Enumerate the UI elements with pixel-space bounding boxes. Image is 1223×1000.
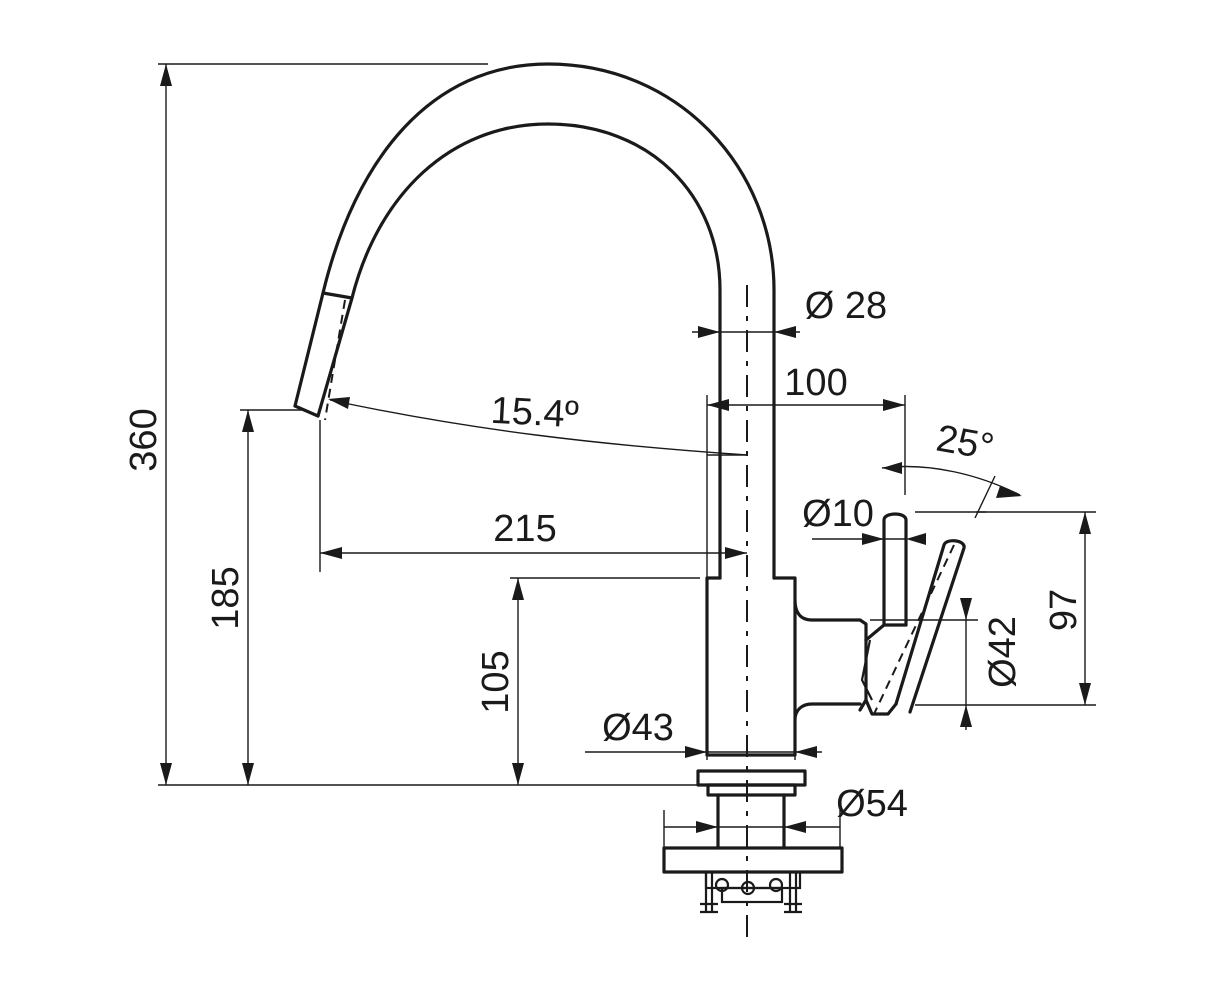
dim-10-arrow-right [906, 533, 926, 545]
label-height-body: 105 [475, 650, 517, 713]
screw-left [714, 877, 730, 893]
base-ring-bottom [706, 783, 797, 797]
dim-105-arrow-bottom [512, 763, 524, 785]
mounting-plate [662, 846, 844, 874]
dim-54-arrow-right [784, 821, 806, 833]
dim-100-arrow-left [707, 399, 729, 411]
faucet-outline [293, 62, 966, 914]
dimension-labels: 360 185 105 215 100 Ø 28 Ø10 Ø42 97 Ø43 … [123, 285, 1085, 825]
dim-25-arrow-right [996, 486, 1022, 498]
spray-head-axis [324, 299, 346, 421]
dim-15-4-arc [329, 399, 748, 456]
dim-42-arrow-bottom [960, 705, 972, 727]
dim-43-arrow-left [685, 746, 707, 758]
label-spray-angle: 15.4º [490, 390, 580, 437]
lever-joint [864, 623, 908, 716]
dim-215-arrow-right [725, 547, 747, 559]
dim-97-arrow-top [1079, 512, 1091, 534]
dim-185-arrow-bottom [242, 763, 254, 785]
label-spout-diameter: Ø 28 [805, 285, 887, 327]
screw-right [768, 877, 784, 893]
dim-100-arrow-right [883, 399, 905, 411]
spray-head-tip [293, 404, 320, 418]
lever-tilted-axis [873, 544, 955, 715]
dim-28-arrow-right [774, 326, 796, 338]
label-lever-base-diameter: Ø42 [982, 616, 1024, 688]
dim-28-arrow-left [698, 326, 720, 338]
dim-360-arrow-bottom [160, 763, 172, 785]
label-lever-diameter: Ø10 [802, 493, 874, 535]
dim-185-arrow-top [242, 410, 254, 432]
label-shank-diameter: Ø54 [836, 783, 908, 825]
bolt-left [700, 872, 718, 914]
label-reach: 215 [493, 508, 556, 550]
spray-head-joint [321, 291, 354, 300]
label-height-total: 360 [123, 408, 165, 471]
spout-outer [293, 62, 776, 580]
label-body-diameter: Ø43 [602, 707, 674, 749]
body-outline [705, 576, 862, 757]
label-lever-offset: 100 [784, 362, 847, 404]
dimension-lines [158, 63, 1096, 848]
bolt-right [784, 872, 802, 914]
shank [716, 793, 786, 850]
label-lever-height: 97 [1043, 589, 1085, 631]
dim-25-ext [974, 475, 996, 519]
lever-pivot-detail [860, 639, 873, 701]
dim-215-arrow-left [320, 547, 342, 559]
dim-43-arrow-right [795, 746, 817, 758]
spout-inner [316, 122, 722, 580]
dim-97-arrow-bottom [1079, 683, 1091, 705]
fixing-bracket [720, 886, 784, 904]
dim-360-arrow-top [160, 64, 172, 86]
lever-tilted [894, 539, 966, 714]
base-ring-top [696, 769, 807, 787]
lever-stem [882, 512, 908, 627]
label-lever-angle: 25° [933, 418, 997, 469]
label-height-outlet: 185 [205, 566, 247, 629]
dim-25-arrow-left [882, 462, 902, 474]
dim-105-arrow-top [512, 578, 524, 600]
dim-54-arrow-left [696, 821, 718, 833]
dim-42-arrow-top [960, 598, 972, 620]
dim-15-4-arrow [328, 397, 350, 409]
dim-10-arrow [862, 533, 884, 545]
